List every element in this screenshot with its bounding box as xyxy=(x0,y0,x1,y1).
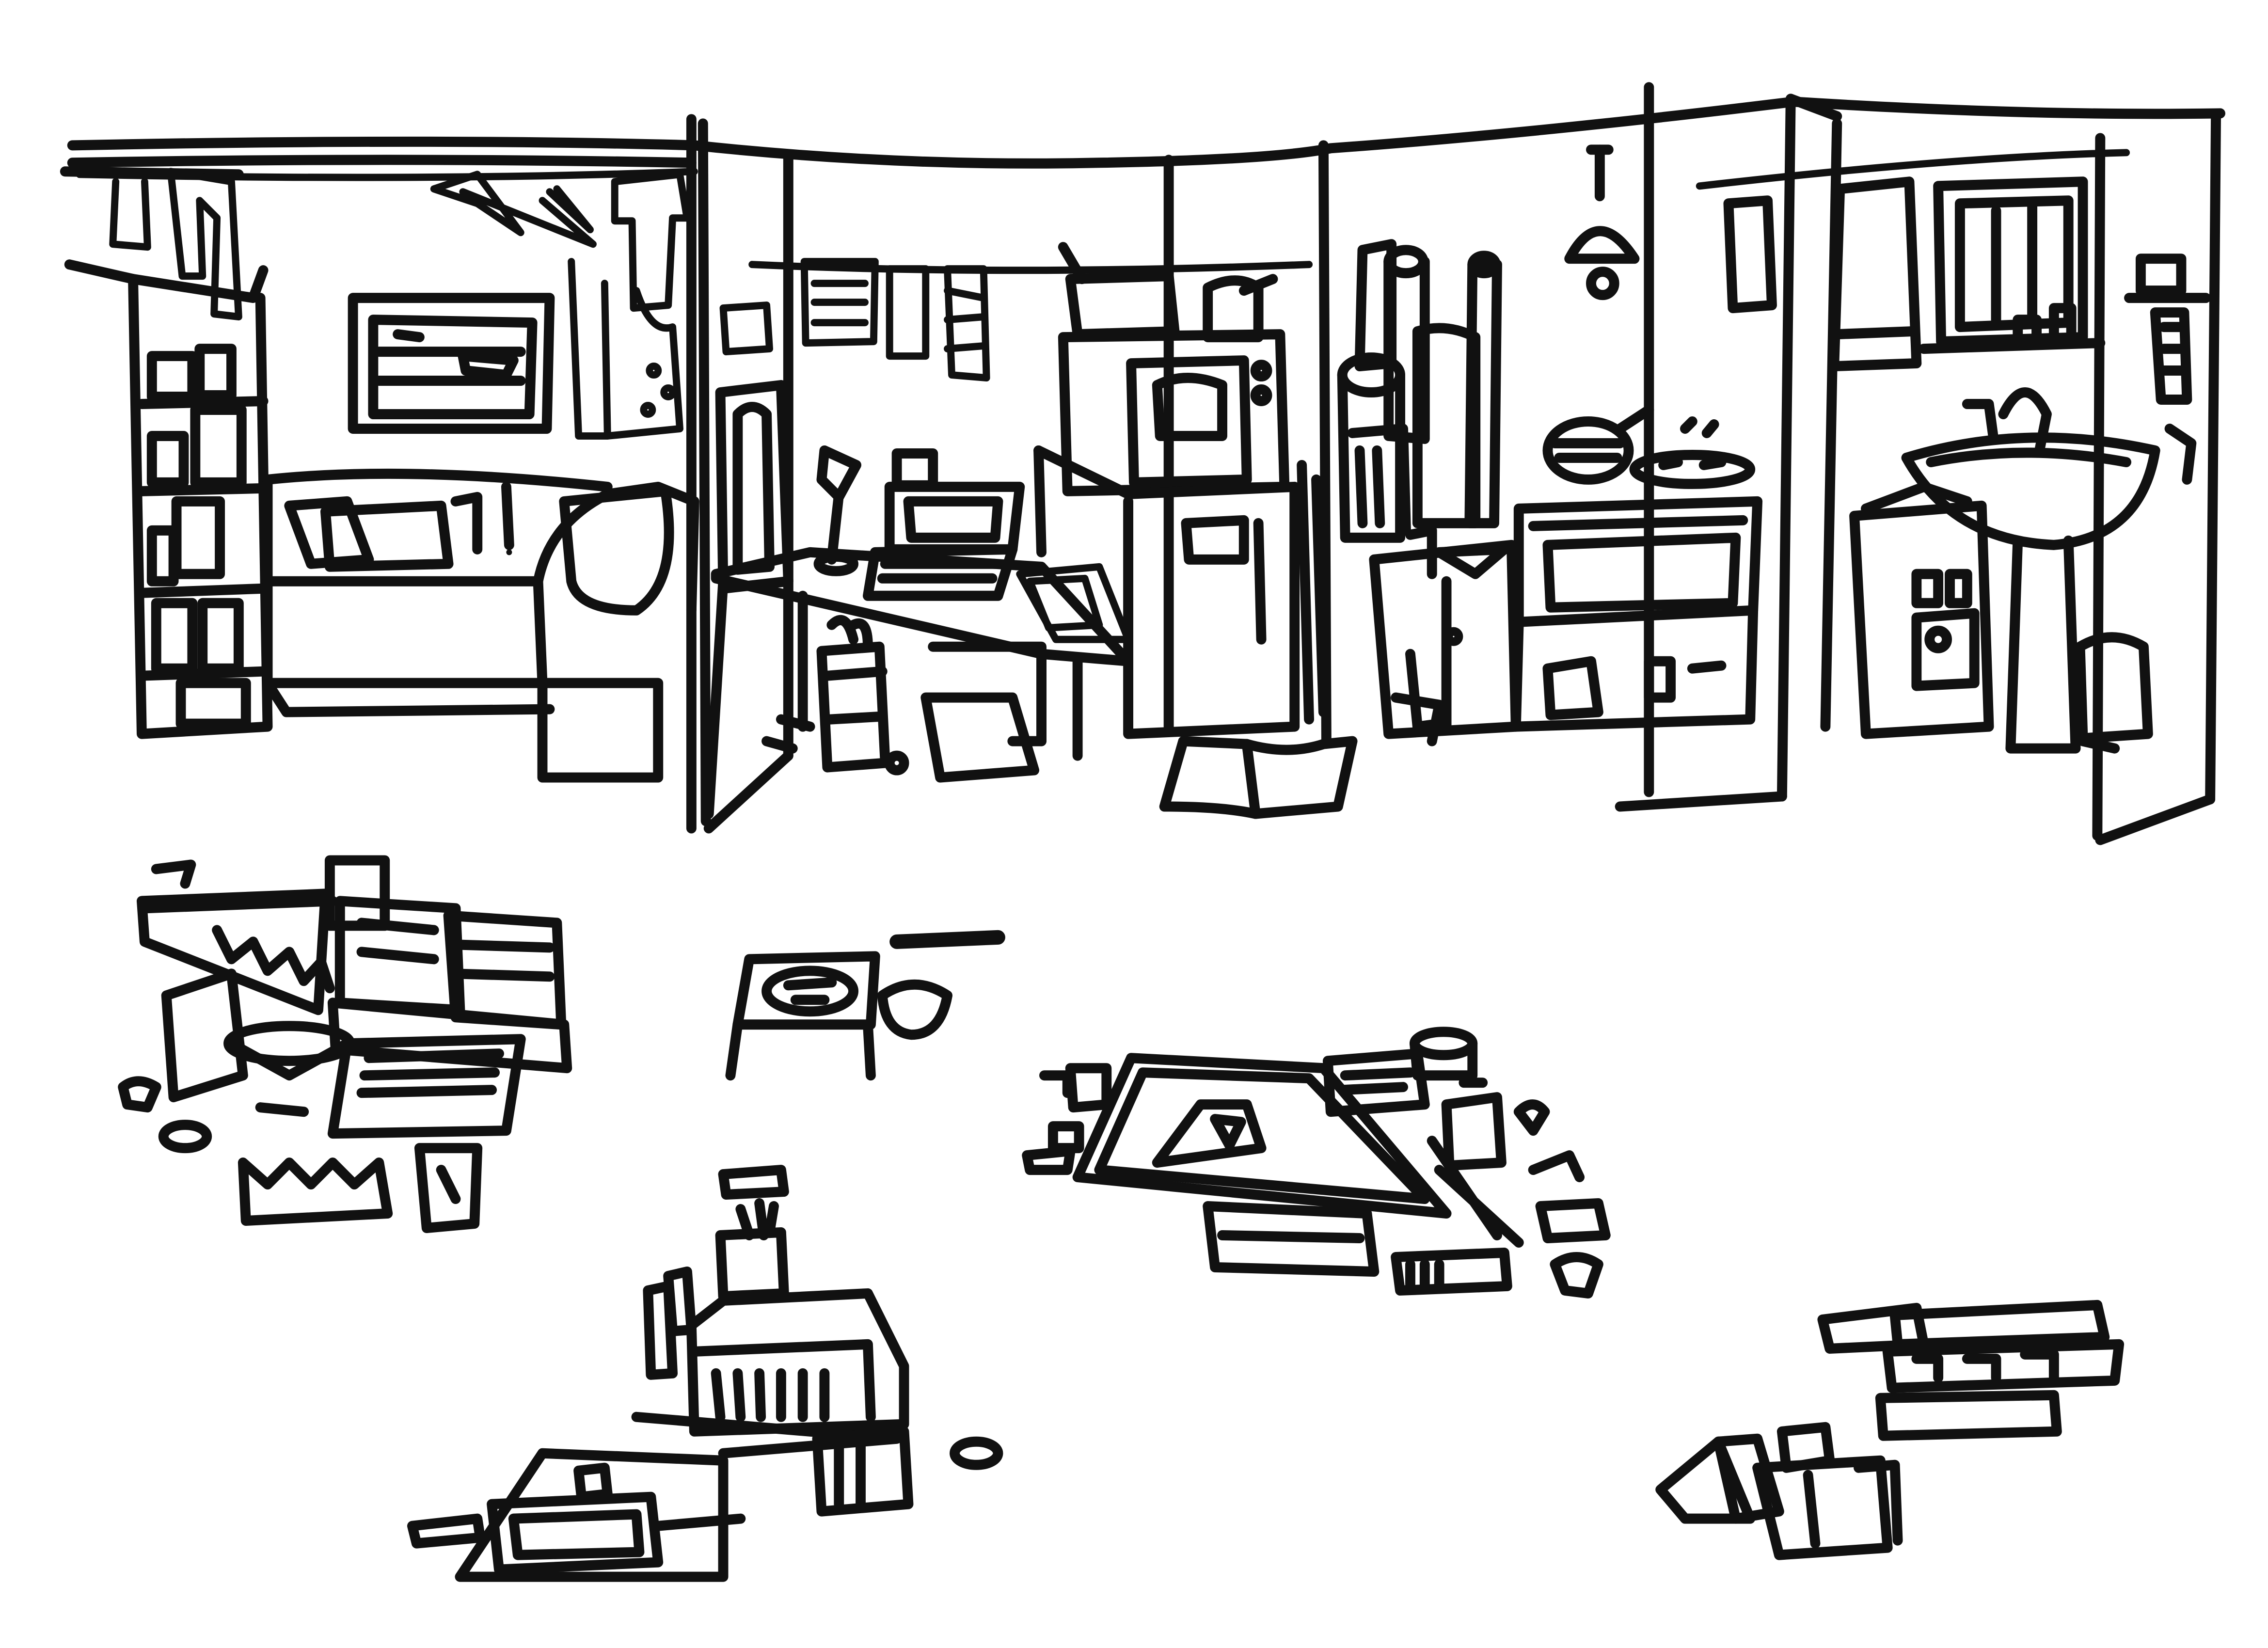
mirror-window xyxy=(1919,176,2106,354)
towel xyxy=(1723,176,1922,372)
shelving-unit xyxy=(128,274,273,739)
laptop xyxy=(862,481,1025,601)
paper-stacks-and-accordion-folds xyxy=(118,855,572,1234)
pendant-lamp xyxy=(1564,144,1640,301)
clothes-rack xyxy=(2124,254,2211,485)
framed-picture xyxy=(348,293,555,434)
clothesline xyxy=(76,149,2130,274)
open-book-on-floor xyxy=(1159,736,1358,819)
small-cabinet xyxy=(1369,525,1521,746)
microwave xyxy=(1058,329,1290,496)
mirror-on-wall xyxy=(715,380,793,594)
washing-machine xyxy=(1849,481,1994,739)
drawing-board-with-set-square xyxy=(1022,1027,1611,1299)
sink-on-pedestal xyxy=(1901,387,2160,754)
bedroom xyxy=(109,168,699,783)
pan-with-food xyxy=(1542,405,1756,489)
hanging-clothes xyxy=(109,168,691,321)
plant-basket xyxy=(761,615,909,776)
flattened-boxes xyxy=(1655,1299,2125,1560)
tv-stand xyxy=(1510,496,1763,732)
kitchen xyxy=(1033,242,1358,819)
storage xyxy=(1337,144,1763,746)
tool-bag-on-sheet xyxy=(407,1448,746,1582)
fridge xyxy=(1033,445,1329,739)
notes-pinned-on-string xyxy=(719,258,990,382)
waste-bin xyxy=(2075,632,2153,754)
bed xyxy=(262,468,699,783)
desk-lamp xyxy=(813,445,938,576)
paper-rolls xyxy=(1337,239,1502,543)
hanging-curtain xyxy=(568,258,683,440)
pen-cup-and-storage-crate xyxy=(631,1165,1003,1517)
folded-paper xyxy=(920,641,1047,783)
bathroom xyxy=(1723,176,2211,754)
small-table-with-plate-and-bowl xyxy=(725,930,1005,1081)
